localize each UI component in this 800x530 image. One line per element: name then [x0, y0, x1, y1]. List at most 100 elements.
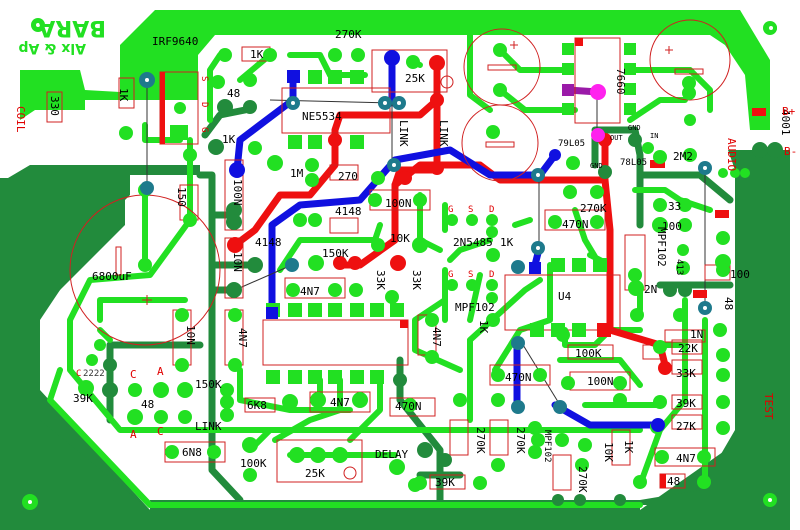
label-6800uf: 6800uF: [92, 270, 132, 283]
pads-bright: [22, 18, 777, 510]
label-4n7-br: 4N7: [676, 452, 696, 465]
label-270k-top: 270K: [335, 28, 362, 41]
label-delay: DELAY: [375, 448, 408, 461]
purple-pad: [562, 84, 574, 96]
ground-right-strip: [640, 150, 760, 505]
copper-top-pour: [20, 10, 770, 130]
label-10n-left: 10N: [184, 325, 197, 345]
label-270k-right: 270K: [580, 202, 607, 215]
board-subtitle: Alx & Ap: [19, 40, 86, 56]
copper-top-strip: [215, 10, 740, 32]
label-audio: AUDIO: [725, 138, 738, 171]
label-4148-b: 4148: [255, 236, 282, 249]
label-270: 270: [338, 170, 358, 183]
label-33k-a: 33K: [374, 270, 387, 290]
label-1k-mid: 1K: [222, 133, 236, 146]
label-470n-c: 470N: [395, 400, 422, 413]
label-test: TEST: [762, 393, 775, 420]
label-2n5485: 2N5485: [453, 236, 493, 249]
label-270k-b2: 270K: [514, 427, 527, 454]
label-10k-br: 10K: [602, 442, 615, 462]
label-33k-b: 33K: [410, 270, 423, 290]
label-150k-mid: 150K: [322, 247, 349, 260]
label-coil: COIL: [14, 106, 27, 133]
label-irf-d: D: [199, 102, 209, 107]
label-10k-mid: 10K: [390, 232, 410, 245]
label-100-a: 100: [662, 220, 682, 233]
label-10n-a: 10N: [231, 252, 244, 272]
label-1k-jfet2: 1K: [477, 320, 490, 334]
label-gnd-a: GND: [628, 124, 641, 132]
label-jfet-d1: D: [489, 205, 494, 215]
label-4n7-mid: 4N7: [300, 285, 320, 298]
label-4n7-right: 4N7: [430, 327, 443, 347]
label-470n-right: 470N: [562, 218, 589, 231]
label-6n8: 6N8: [182, 446, 202, 459]
label-4n7-left: 4N7: [236, 328, 249, 348]
label-100n-mid: 100N: [385, 197, 412, 210]
label-4001: 4001: [779, 109, 792, 136]
label-link-l: LINK: [195, 420, 222, 433]
label-1k-br: 1K: [622, 440, 635, 454]
label-100n-r: 100N: [587, 375, 614, 388]
label-48-l: 48: [141, 398, 154, 411]
wire-links: [146, 80, 706, 406]
label-c-2222: C: [76, 369, 81, 379]
label-mpf102-right: MPF102: [655, 227, 668, 267]
label-jfet-s1: S: [468, 205, 473, 215]
label-78l05: 78L05: [620, 158, 647, 168]
label-1k-top: 1K: [250, 48, 264, 61]
label-25k-top: 25K: [405, 72, 425, 85]
ground-diagonal-bottom: [10, 360, 150, 520]
label-b-plus: B+: [782, 105, 796, 118]
label-39k-b: 39K: [435, 476, 455, 489]
label-1k-a: 1K: [117, 88, 130, 102]
label-2m2: 2M2: [673, 150, 693, 163]
label-2n: 2N: [644, 283, 657, 296]
label-a-2: A: [130, 428, 137, 441]
label-27k: 27K: [676, 420, 696, 433]
label-in: IN: [650, 132, 658, 140]
drill-holes: [28, 23, 773, 504]
label-link-1: LINK: [397, 120, 410, 147]
label-b-minus: B-: [784, 145, 797, 158]
label-25k-b: 25K: [305, 467, 325, 480]
label-100n-a: 100N: [231, 179, 244, 206]
label-gnd-b: GND: [590, 162, 603, 170]
label-48-top: 48: [227, 87, 240, 100]
diode-markers: [160, 38, 766, 488]
label-jfet-d2: D: [489, 270, 494, 280]
label-jfet-s2: S: [468, 270, 473, 280]
label-irf-s: S: [199, 76, 209, 81]
label-u4: U4: [558, 290, 572, 303]
label-33: 33: [668, 200, 681, 213]
label-270k-b1: 270K: [474, 427, 487, 454]
ground-left-area: [10, 178, 145, 520]
label-7660: 7660: [614, 68, 627, 95]
label-4n7-b: 4N7: [330, 396, 350, 409]
label-33k-right: 33K: [676, 367, 696, 380]
label-jfet-g2: G: [448, 270, 453, 280]
label-1m: 1M: [290, 167, 304, 180]
label-mpf102: MPF102: [455, 301, 495, 314]
label-2222: 2222: [83, 369, 105, 379]
jumper-pads: [227, 50, 672, 432]
label-330: 330: [48, 96, 61, 116]
label-irf-g: G: [199, 127, 209, 132]
capacitor-symbols: [115, 41, 704, 480]
label-150: 150: [175, 187, 188, 207]
label-1k-jfet: 1K: [500, 236, 514, 249]
label-39k-right: 39K: [676, 397, 696, 410]
label-1n: 1N: [690, 328, 703, 341]
label-100k-b: 100K: [240, 457, 267, 470]
label-a-1: A: [157, 365, 164, 378]
labels: BARA Alx & Ap IRF9640 S D G 1K 330 COIL …: [14, 15, 797, 493]
label-48-br: 48: [667, 475, 680, 488]
board-title: BARA: [38, 15, 106, 40]
label-mpf102-b: MPF102: [542, 430, 552, 463]
label-jfet-g1: G: [448, 205, 453, 215]
label-100k-r: 100K: [575, 347, 602, 360]
label-39k-l: 39K: [73, 392, 93, 405]
label-79l05: 79L05: [558, 139, 585, 149]
